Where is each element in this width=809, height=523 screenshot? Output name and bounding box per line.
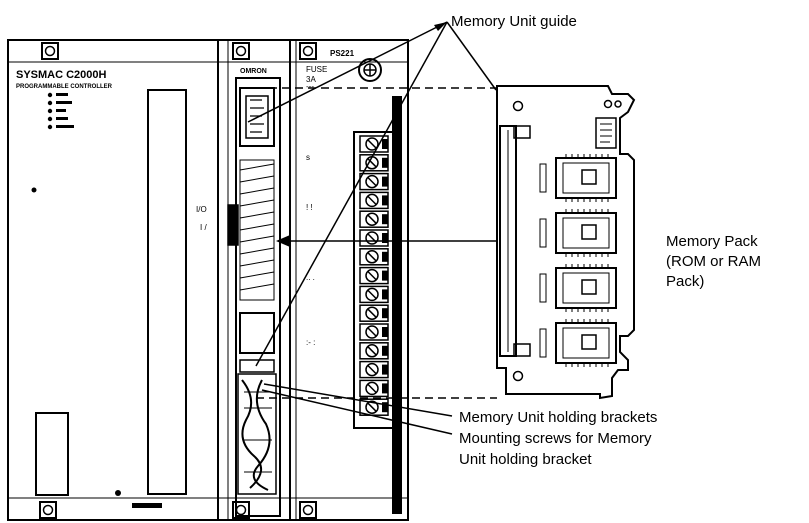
terminal-screw-icon [360,305,388,321]
model-label: SYSMAC C2000H [16,69,107,81]
terminal-screw-icon [360,380,388,396]
holding-brackets-label: Memory Unit holding brackets [459,409,657,426]
fuse-value: 3A [306,75,316,84]
svg-text:s: s [306,153,310,162]
power-unit-label: PS221 [330,49,355,58]
mounting-screws-label-line-2: Unit holding bracket [459,451,592,468]
memory-unit-guide-label: Memory Unit guide [451,13,577,30]
terminal-screw-icon [360,324,388,340]
model-subtitle: PROGRAMMABLE CONTROLLER [16,84,113,90]
io-label: I/O [196,205,207,214]
terminal-screw-icon [360,211,388,227]
svg-text:! !: ! ! [306,203,313,212]
svg-text::- :: :- : [306,338,315,347]
fuse-label: FUSE [306,65,327,74]
memory-unit-guide-lower [240,313,274,353]
cpu-rack: --- s ! ! .. . :- : I / [8,40,408,520]
memory-pack-label-line-1: Memory Pack [666,233,758,250]
terminal-screw-icon [360,192,388,208]
terminal-screw-icon [360,249,388,265]
mounting-screws-label-line-1: Mounting screws for Memory [459,430,652,447]
holding-bracket-assembly [238,360,276,494]
brand-label: OMRON [240,68,267,75]
terminal-screw-icon [360,286,388,302]
terminal-screw-icon [360,136,388,152]
terminal-screw-icon [360,174,388,190]
memory-pack-label-line-2: (ROM or RAM [666,253,761,270]
terminal-screw-icon [360,343,388,359]
terminal-screw-icon [360,362,388,378]
svg-text:I /: I / [200,223,207,232]
terminal-screws [360,136,388,415]
memory-pack-label-line-3: Pack) [666,273,704,290]
terminal-screw-icon [360,268,388,284]
terminal-screw-icon [360,230,388,246]
terminal-screw-icon [360,155,388,171]
